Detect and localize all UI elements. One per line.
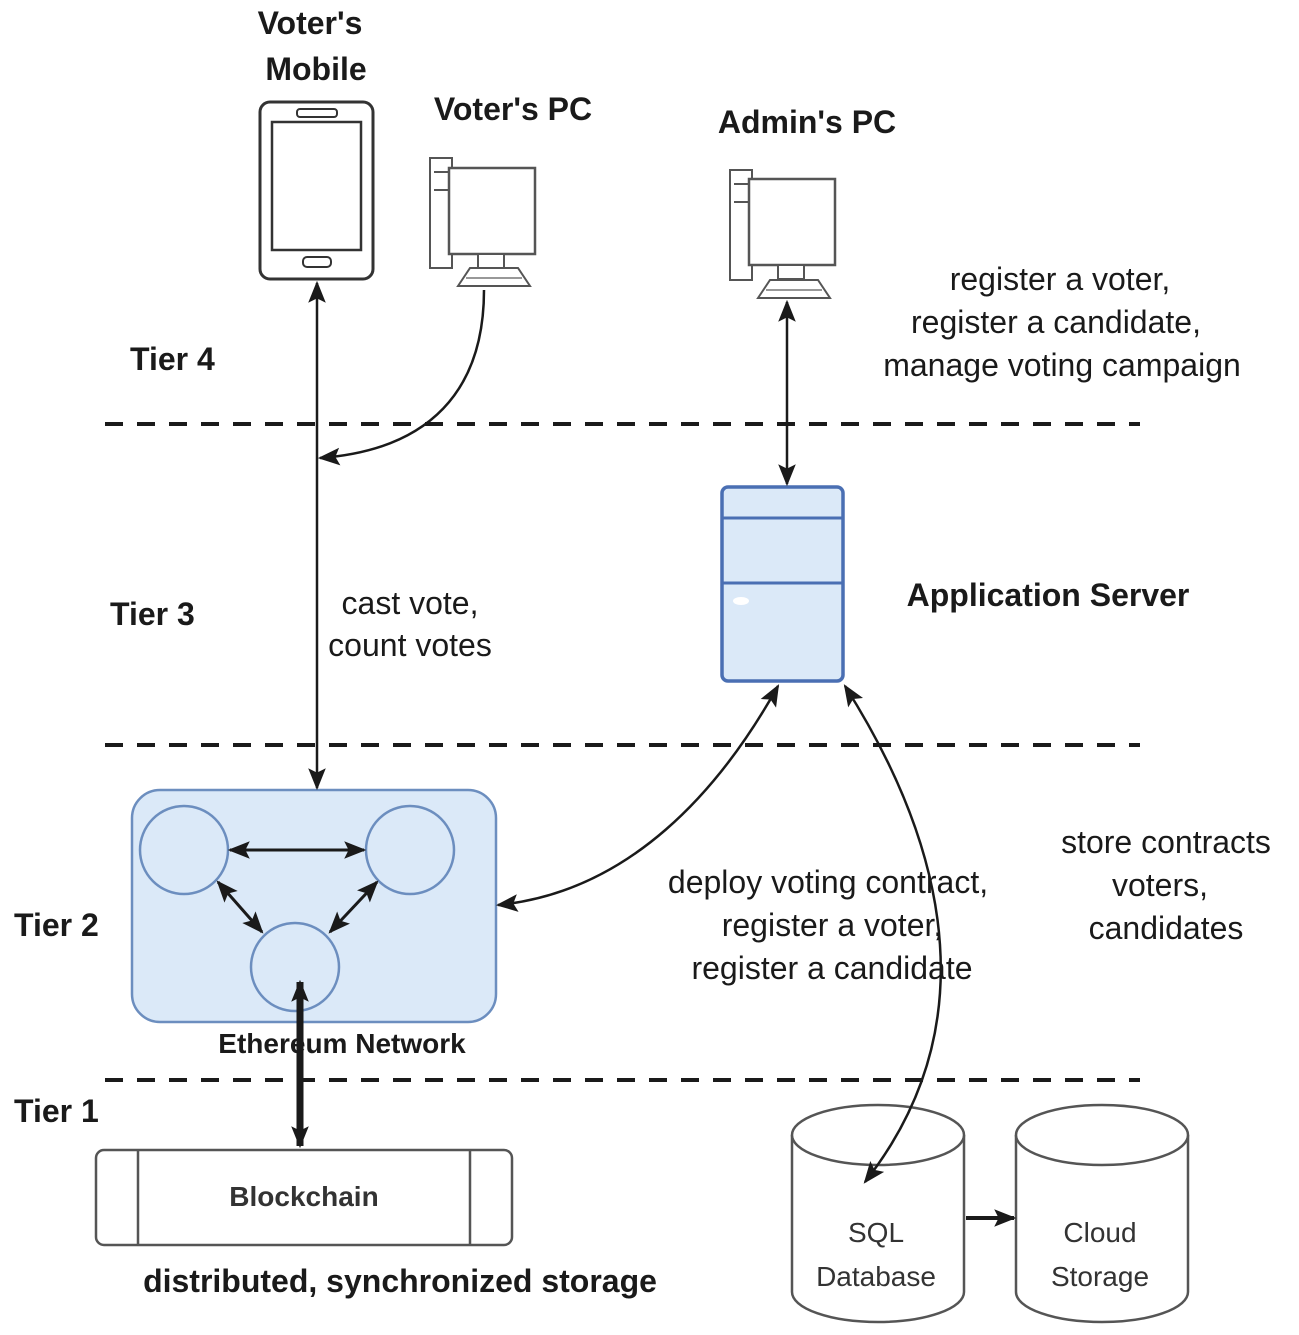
node-left-bottom-arrow bbox=[216, 880, 264, 934]
store-action-line3: candidates bbox=[1089, 910, 1244, 946]
cloud-storage-label-line1: Cloud bbox=[1063, 1217, 1136, 1248]
ethereum-node-right bbox=[364, 804, 456, 896]
vote-action-line1: cast vote, bbox=[342, 585, 479, 621]
mobile-phone-icon bbox=[258, 100, 375, 281]
blockchain-label: Blockchain bbox=[229, 1181, 378, 1212]
contract-action-line1: deploy voting contract, bbox=[668, 864, 988, 900]
tier-2-label: Tier 2 bbox=[14, 907, 99, 943]
voter-mobile-label-line1: Voter's bbox=[258, 5, 363, 41]
voter-pc-arrow bbox=[317, 289, 486, 466]
vote-action-line2: count votes bbox=[328, 627, 492, 663]
server-database-arrow bbox=[843, 684, 943, 1184]
sql-database-label-line2: Database bbox=[816, 1261, 936, 1292]
admin-pc-icon bbox=[729, 169, 837, 299]
blockchain-box bbox=[94, 1148, 514, 1247]
tier-1-label: Tier 1 bbox=[14, 1093, 99, 1129]
blockchain-caption: distributed, synchronized storage bbox=[143, 1263, 657, 1299]
tier-3-label: Tier 3 bbox=[110, 596, 195, 632]
application-server-label: Application Server bbox=[907, 577, 1190, 613]
contract-action-line2: register a voter, bbox=[722, 907, 943, 943]
voter-pc-icon bbox=[429, 157, 537, 287]
admin-pc-label: Admin's PC bbox=[718, 104, 896, 140]
ethereum-network bbox=[130, 788, 498, 1024]
admin-action-line2: register a candidate, bbox=[911, 304, 1201, 340]
ethereum-network-label: Ethereum Network bbox=[218, 1028, 466, 1059]
ethereum-node-bottom bbox=[249, 921, 341, 1013]
store-action-line1: store contracts bbox=[1061, 824, 1271, 860]
sql-database-label-line1: SQL bbox=[848, 1217, 904, 1248]
cloud-storage-label-line2: Storage bbox=[1051, 1261, 1149, 1292]
contract-action-line3: register a candidate bbox=[691, 950, 972, 986]
store-action-line2: voters, bbox=[1112, 867, 1208, 903]
admin-action-line3: manage voting campaign bbox=[883, 347, 1241, 383]
voter-mobile-label-line2: Mobile bbox=[265, 51, 366, 87]
cloud-storage-icon bbox=[1014, 1103, 1190, 1324]
voter-pc-label: Voter's PC bbox=[434, 91, 592, 127]
server-ethereum-arrow bbox=[495, 684, 780, 912]
tier-4-label: Tier 4 bbox=[130, 341, 215, 377]
node-right-bottom-arrow bbox=[328, 880, 379, 934]
application-server-icon bbox=[720, 485, 845, 683]
admin-action-line1: register a voter, bbox=[950, 261, 1171, 297]
ethereum-node-left bbox=[138, 804, 230, 896]
